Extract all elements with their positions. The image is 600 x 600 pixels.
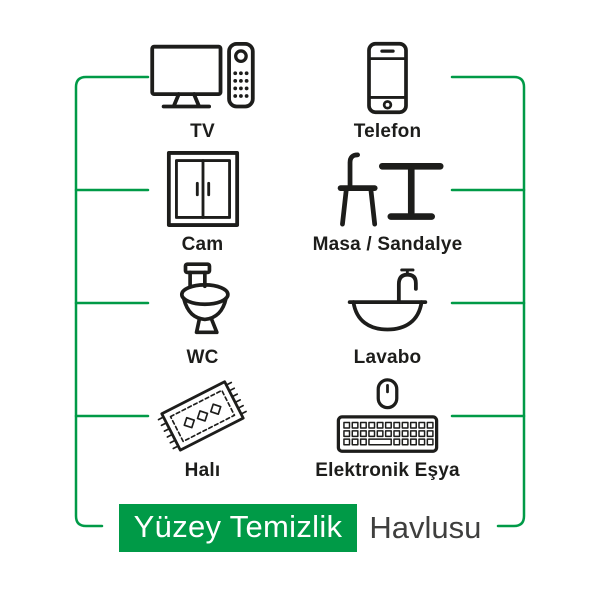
sink-faucet-icon bbox=[344, 267, 431, 341]
item-label: Cam bbox=[181, 234, 224, 255]
title-highlight: Yüzey Temizlik bbox=[118, 504, 358, 552]
title-rest: Havlusu bbox=[369, 510, 482, 545]
tv-remote-icon bbox=[149, 41, 256, 115]
window-icon bbox=[166, 150, 240, 228]
grid-item-tv: TV bbox=[110, 30, 295, 143]
item-label: Lavabo bbox=[353, 347, 422, 368]
grid-item-wc: WC bbox=[110, 256, 295, 369]
grid-item-elektronik-esya: Elektronik Eşya bbox=[295, 369, 480, 482]
item-label: Halı bbox=[184, 460, 221, 481]
grid-item-lavabo: Lavabo bbox=[295, 256, 480, 369]
chair-table-icon bbox=[332, 152, 444, 228]
item-label: TV bbox=[190, 121, 215, 142]
grid-item-hali: Halı bbox=[110, 369, 295, 482]
grid-item-telefon: Telefon bbox=[295, 30, 480, 143]
item-label: Masa / Sandalye bbox=[312, 234, 463, 255]
product-title: Yüzey Temizlik Havlusu bbox=[0, 504, 600, 552]
item-label: WC bbox=[186, 347, 219, 368]
toilet-icon bbox=[168, 261, 238, 341]
item-label: Telefon bbox=[353, 121, 422, 142]
grid-item-cam: Cam bbox=[110, 143, 295, 256]
smartphone-icon bbox=[366, 41, 409, 115]
keyboard-mouse-icon bbox=[335, 378, 440, 454]
item-label: Elektronik Eşya bbox=[315, 460, 460, 481]
grid-item-masa-sandalye: Masa / Sandalye bbox=[295, 143, 480, 256]
rug-icon bbox=[155, 376, 250, 454]
icon-grid: TV Telefon Cam bbox=[110, 30, 480, 482]
